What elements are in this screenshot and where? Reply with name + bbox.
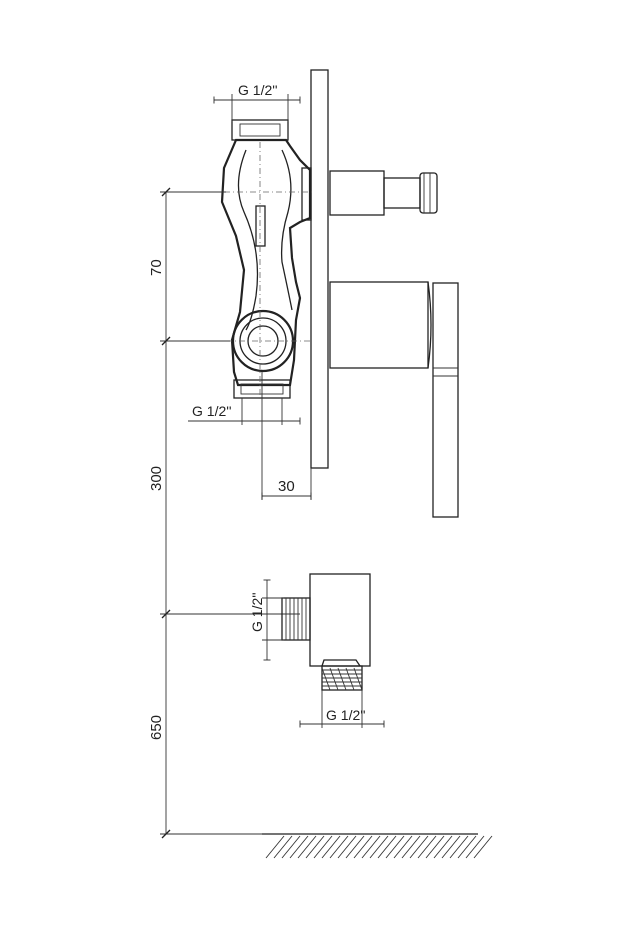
hatch-line bbox=[353, 835, 373, 859]
hatch-line bbox=[273, 835, 293, 859]
hatch-line bbox=[401, 835, 421, 859]
hatch-line bbox=[305, 835, 325, 859]
dim-650-label: 650 bbox=[148, 715, 165, 740]
hatch-line bbox=[409, 835, 429, 859]
valve-body bbox=[220, 119, 312, 399]
floor-hatch bbox=[262, 833, 493, 859]
side-thread-lines bbox=[285, 598, 307, 640]
hatch-line bbox=[345, 835, 365, 859]
dimension-thread-top: G 1/2'' bbox=[213, 82, 301, 122]
hatch-line bbox=[425, 835, 445, 859]
hatch-line bbox=[417, 835, 437, 859]
hatch-line bbox=[369, 835, 389, 859]
hatch-line bbox=[289, 835, 309, 859]
hatch-line bbox=[313, 835, 333, 859]
hatch-line bbox=[337, 835, 357, 859]
thread-elbow-side-label: G 1/2'' bbox=[249, 592, 265, 632]
hatch-line bbox=[441, 835, 461, 859]
hatch-line bbox=[385, 835, 405, 859]
hatch-line bbox=[281, 835, 301, 859]
thread-bottom-label: G 1/2'' bbox=[192, 403, 232, 419]
mixer-lever bbox=[329, 281, 459, 518]
hatch-line bbox=[329, 835, 349, 859]
hatch-line bbox=[433, 835, 453, 859]
hatch-line bbox=[449, 835, 469, 859]
diverter-knob bbox=[329, 170, 438, 216]
dim-30-label: 30 bbox=[278, 478, 295, 495]
dimension-30: 30 bbox=[261, 372, 312, 500]
hatch-line bbox=[473, 835, 493, 859]
bottom-thread-lines bbox=[321, 667, 363, 691]
hatch-line bbox=[393, 835, 413, 859]
center-lines bbox=[224, 142, 312, 400]
hatch-line bbox=[465, 835, 485, 859]
dim-300-label: 300 bbox=[148, 466, 165, 491]
hatch-line bbox=[457, 835, 477, 859]
hatch-line bbox=[297, 835, 317, 859]
hatch-line bbox=[265, 835, 285, 859]
dimension-elbow-side: G 1/2'' bbox=[249, 579, 284, 661]
hatch-line bbox=[321, 835, 341, 859]
dim-70-label: 70 bbox=[148, 259, 165, 276]
hatch-line bbox=[361, 835, 381, 859]
wall-plate bbox=[310, 69, 329, 469]
dimension-thread-bottom: G 1/2'' bbox=[188, 398, 301, 425]
hatch-line bbox=[377, 835, 397, 859]
thread-elbow-bottom-label: G 1/2'' bbox=[326, 707, 366, 723]
wall-elbow bbox=[281, 573, 371, 691]
dimension-chain-vertical: 70 300 650 bbox=[148, 187, 300, 839]
dimension-elbow-bottom: G 1/2'' bbox=[299, 690, 385, 728]
thread-top-label: G 1/2'' bbox=[238, 82, 278, 98]
hatch-lines bbox=[265, 835, 493, 859]
